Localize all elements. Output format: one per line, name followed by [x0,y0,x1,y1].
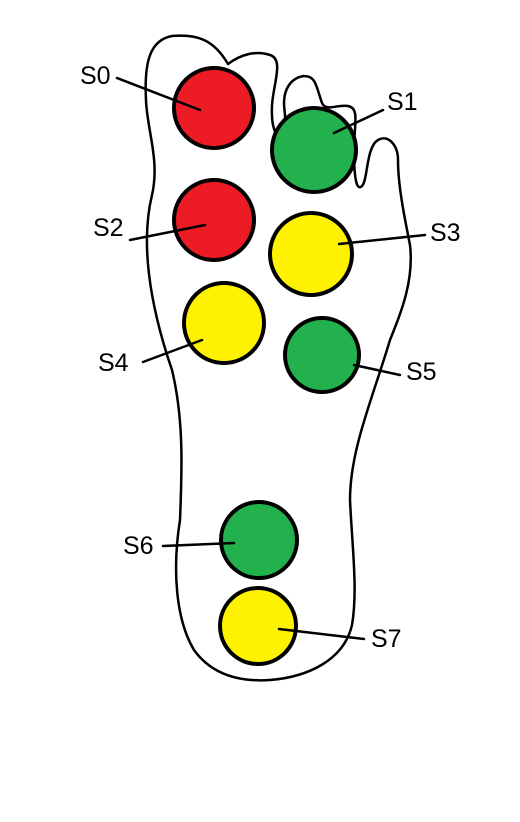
sensor-s5-label: S5 [406,358,437,386]
sensor-s0-leader [115,76,202,112]
sensor-s7-circle [218,586,298,666]
sensor-s6-label: S6 [123,532,154,560]
sensor-s7-label: S7 [371,625,402,653]
sensor-s3-circle [268,211,354,297]
sensor-s0-label: S0 [80,62,111,90]
sensor-s3-leader [337,233,427,246]
sensor-s4-leader [141,338,204,364]
sensor-s1-label: S1 [387,88,418,116]
sensor-s5-leader [352,363,402,377]
sensor-s3-label: S3 [430,219,461,247]
sensor-s1-leader [332,108,385,135]
sensor-s4-label: S4 [98,349,129,377]
sensor-s6-circle [219,500,299,580]
sensor-s0-circle [172,66,256,150]
sensor-s5-circle [283,316,361,394]
sensor-s2-leader [128,223,207,242]
foot-outline [144,34,412,682]
sensor-s2-circle [172,178,256,262]
sensor-s2-label: S2 [93,214,124,242]
sensor-s6-leader [161,541,236,548]
sensor-s4-circle [182,281,266,365]
sensor-s1-circle [270,106,358,194]
sensor-s7-leader [277,627,366,641]
